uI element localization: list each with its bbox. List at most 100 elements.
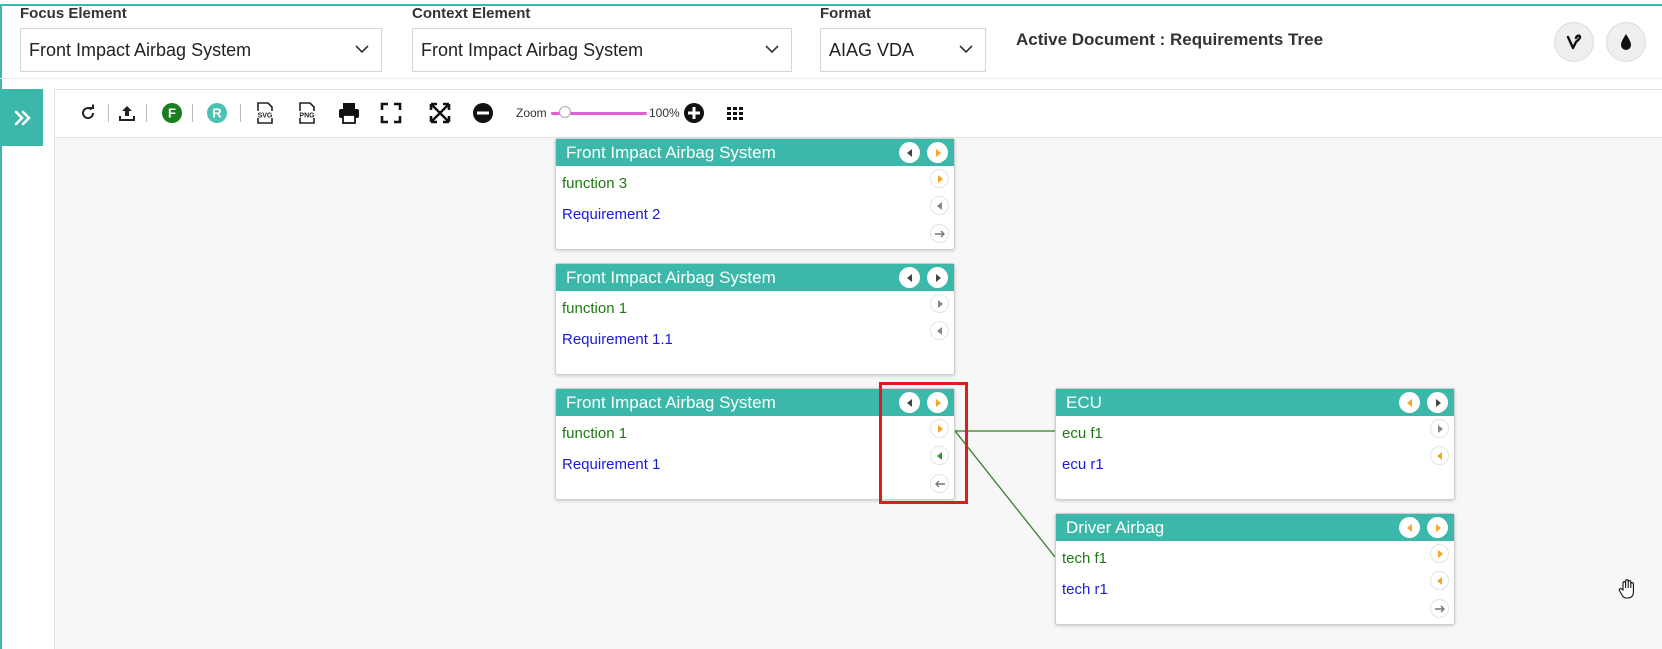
expand-right-button[interactable] [930,169,949,188]
requirement-row[interactable]: Requirement 2 [562,206,661,223]
function-row[interactable]: function 1 [562,300,628,317]
nav-left-button[interactable] [899,392,920,413]
link-arrow-button[interactable] [930,474,949,493]
requirement-row[interactable]: Requirement 1.1 [562,331,673,348]
fit-to-screen-button[interactable] [429,102,451,124]
fullscreen-icon [380,102,402,124]
context-element-select[interactable]: Front Impact Airbag System [412,28,792,72]
expand-right-button[interactable] [1430,419,1449,438]
node-title: Driver Airbag [1066,517,1165,537]
zoom-slider-thumb[interactable] [559,106,572,118]
zoom-in-icon [684,103,704,123]
function-row[interactable]: function 1 [562,425,628,442]
zoom-in-button[interactable] [683,102,705,124]
drop-icon [1621,34,1631,50]
expand-right-button[interactable] [1430,544,1449,563]
link-arrow-button[interactable] [930,224,949,243]
element-node[interactable]: Front Impact Airbag System function 3 Re… [555,138,955,250]
caret-right-icon [935,273,941,282]
refresh-button[interactable] [77,102,99,124]
expand-left-button[interactable] [930,321,949,340]
arrow-left-icon [934,480,945,487]
context-element-value: Front Impact Airbag System [421,39,644,60]
format-select[interactable]: AIAG VDA [820,28,986,72]
expand-left-button[interactable] [1430,571,1449,590]
function-filter-button[interactable]: F [161,102,183,124]
requirement-r-letter: R [212,106,222,121]
nav-right-button[interactable] [927,267,948,288]
svg-export-button[interactable]: SVG [254,102,276,124]
caret-left-icon [906,148,912,157]
nav-right-button[interactable] [927,142,948,163]
caret-right-icon [937,299,943,308]
expand-right-button[interactable] [930,294,949,313]
element-node[interactable]: ECU ecu f1 ecu r1 [1055,388,1455,500]
node-header: Front Impact Airbag System [556,389,954,416]
fullscreen-button[interactable] [380,102,402,124]
left-accent-line [0,4,2,649]
zoom-out-button[interactable] [472,102,494,124]
toolbar-separator [240,104,241,122]
grid-button[interactable] [724,102,746,124]
fit-icon [429,102,451,124]
requirement-row[interactable]: tech r1 [1062,581,1108,598]
nav-right-button[interactable] [927,392,948,413]
grid-icon [727,107,743,120]
function-row[interactable]: tech f1 [1062,550,1108,567]
nav-left-button[interactable] [899,267,920,288]
print-button[interactable] [338,102,360,124]
png-export-text: PNG [299,113,315,120]
nav-left-button[interactable] [1399,392,1420,413]
expand-left-button[interactable] [1430,446,1449,465]
link-arrow-button[interactable] [1430,599,1449,618]
node-title: Front Impact Airbag System [566,142,776,162]
node-header: Driver Airbag [1056,514,1454,541]
arrow-right-icon [1434,605,1445,612]
element-node[interactable]: Front Impact Airbag System function 1 Re… [555,263,955,375]
element-node[interactable]: Front Impact Airbag System function 1 Re… [555,388,955,500]
nav-right-button[interactable] [1427,392,1448,413]
function-row[interactable]: function 3 [562,175,628,192]
caret-right-icon [1435,398,1441,407]
upload-button[interactable] [116,102,138,124]
expand-left-button[interactable] [930,446,949,465]
png-export-button[interactable]: PNG [296,102,318,124]
nav-right-button[interactable] [1427,517,1448,538]
requirement-row[interactable]: Requirement 1 [562,456,661,473]
context-element-label: Context Element [412,5,531,22]
element-node[interactable]: Driver Airbag tech f1 tech r1 [1055,513,1455,625]
active-document-label: Active Document : Requirements Tree [1016,30,1324,49]
nav-left-button[interactable] [899,142,920,163]
header-divider [0,78,1662,79]
function-f-icon: F [162,103,182,123]
theme-button[interactable] [1606,22,1646,62]
requirement-filter-button[interactable]: R [206,102,228,124]
nav-left-button[interactable] [1399,517,1420,538]
zoom-slider-track[interactable] [551,112,647,115]
function-row[interactable]: ecu f1 [1062,425,1103,442]
print-icon [339,103,359,124]
vine-icon [1566,34,1582,50]
caret-left-icon [1406,523,1412,532]
svg-export-icon: SVG [256,102,274,124]
caret-right-icon [937,174,943,183]
format-value: AIAG VDA [829,39,915,60]
requirement-row[interactable]: ecu r1 [1062,456,1104,473]
refresh-icon [82,104,95,120]
chevron-down-icon [959,45,973,54]
caret-left-icon [1436,576,1442,585]
vine-button[interactable] [1554,22,1594,62]
caret-right-icon [935,398,941,407]
focus-element-label: Focus Element [20,5,127,22]
expand-left-button[interactable] [930,196,949,215]
caret-left-icon [936,201,942,210]
caret-right-icon [1437,424,1443,433]
caret-right-icon [937,424,943,433]
toolbar-separator [192,104,193,122]
expand-right-button[interactable] [930,419,949,438]
chevron-down-icon [765,45,779,54]
caret-left-icon [936,451,942,460]
focus-element-select[interactable]: Front Impact Airbag System [20,28,382,72]
sidebar-toggle-button[interactable] [2,89,43,146]
